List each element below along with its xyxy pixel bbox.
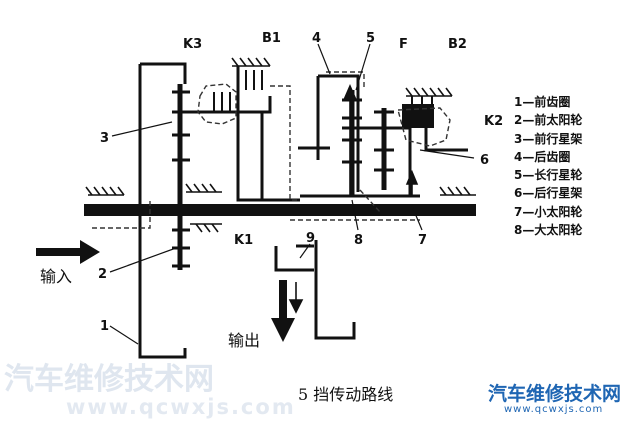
output-label: 输出 bbox=[228, 331, 260, 350]
callout-1: 1 bbox=[100, 319, 109, 334]
callout-5: 5 bbox=[366, 31, 375, 46]
gear-structure bbox=[138, 62, 468, 359]
label-k2: K2 bbox=[484, 114, 503, 129]
callout-3: 3 bbox=[100, 131, 109, 146]
label-f: F bbox=[399, 37, 408, 52]
legend-item: 5—长行星轮 bbox=[514, 167, 583, 182]
callout-6: 6 bbox=[480, 153, 489, 168]
legend: 1—前齿圈 2—前太阳轮 3—前行星架 4—后齿圈 5—长行星轮 6—后行星架 … bbox=[514, 94, 583, 237]
callout-9: 9 bbox=[306, 231, 315, 246]
label-b2: B2 bbox=[448, 37, 467, 52]
watermark-left-url: www.qcwxjs.com bbox=[66, 395, 296, 419]
legend-item: 7—小太阳轮 bbox=[514, 204, 583, 219]
legend-item: 6—后行星架 bbox=[514, 185, 582, 200]
input-arrow bbox=[36, 240, 100, 264]
housing-hatching bbox=[85, 57, 476, 233]
callout-2: 2 bbox=[98, 267, 107, 282]
callout-7: 7 bbox=[418, 233, 427, 248]
callout-4: 4 bbox=[312, 31, 321, 46]
flow-arrows bbox=[288, 83, 419, 314]
legend-item: 3—前行星架 bbox=[514, 131, 582, 146]
input-label: 输入 bbox=[40, 267, 72, 286]
output-arrow bbox=[271, 280, 295, 342]
watermark-left: 汽车维修技术网 bbox=[4, 362, 214, 397]
legend-item: 4—后齿圈 bbox=[514, 149, 570, 164]
label-k3: K3 bbox=[183, 37, 202, 52]
label-b1: B1 bbox=[262, 31, 281, 46]
watermark-right: 汽车维修技术网 bbox=[488, 382, 621, 405]
legend-item: 2—前太阳轮 bbox=[514, 112, 583, 127]
callout-8: 8 bbox=[354, 233, 363, 248]
power-flow-path bbox=[92, 71, 451, 229]
diagram-caption: 5 挡传动路线 bbox=[298, 385, 393, 404]
main-shaft bbox=[84, 204, 476, 216]
watermark-right-url: www.qcwxjs.com bbox=[504, 404, 603, 415]
label-k1: K1 bbox=[234, 233, 253, 248]
legend-item: 8—大太阳轮 bbox=[514, 222, 583, 237]
legend-item: 1—前齿圈 bbox=[514, 94, 570, 109]
